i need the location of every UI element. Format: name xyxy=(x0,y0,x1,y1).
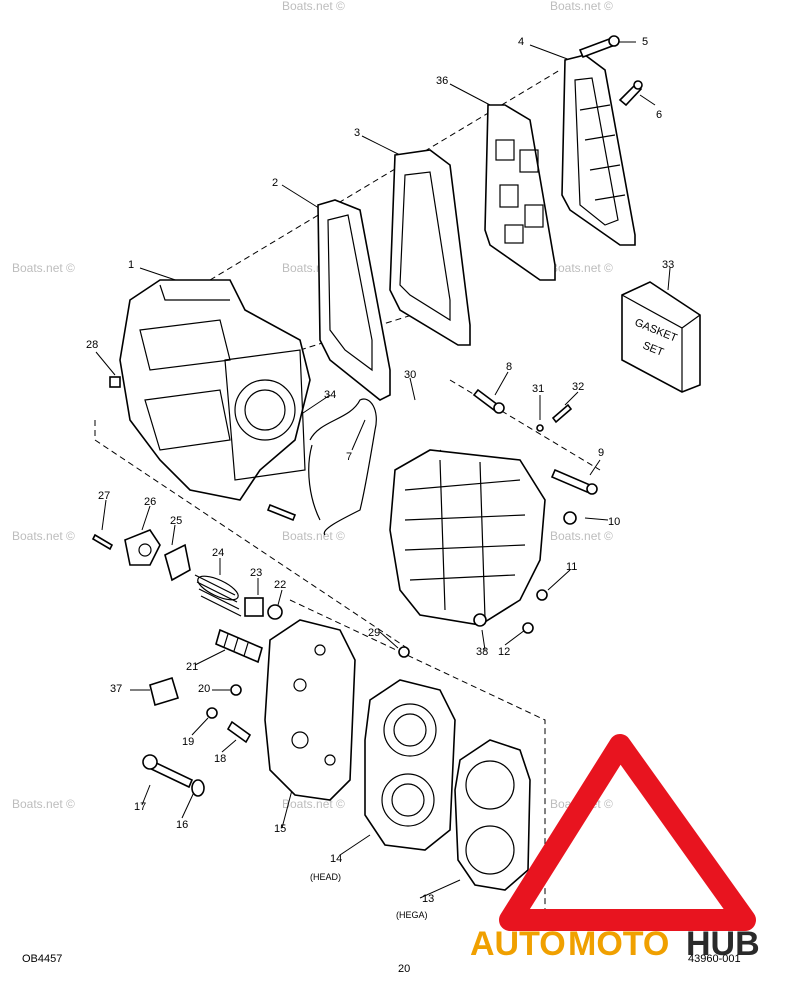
o-ring-19 xyxy=(206,707,218,719)
callout-34: 34 xyxy=(324,389,336,401)
decal-37 xyxy=(149,676,179,707)
pin-31 xyxy=(536,424,544,432)
callout-5: 5 xyxy=(642,36,648,48)
footer-left-code: OB4457 xyxy=(22,953,62,965)
hega-sublabel: (HEGA) xyxy=(396,910,428,920)
watermark: Boats.net © xyxy=(550,0,613,13)
callout-14: 14 xyxy=(330,853,342,865)
callout-32: 32 xyxy=(572,381,584,393)
logo-text-moto: MOTO xyxy=(568,925,669,963)
callout-30: 30 xyxy=(404,369,416,381)
callout-4: 4 xyxy=(518,36,524,48)
washer-22 xyxy=(267,604,283,620)
watermark: Boats.net © xyxy=(12,261,75,275)
callout-7: 7 xyxy=(346,451,352,463)
logo-text-auto: AUTO xyxy=(470,925,566,963)
callout-29: 29 xyxy=(368,627,380,639)
crankcase xyxy=(389,449,546,626)
callout-3: 3 xyxy=(354,127,360,139)
dowel-28 xyxy=(109,376,121,388)
watermark: Boats.net © xyxy=(12,529,75,543)
callout-24: 24 xyxy=(212,547,224,559)
thermostat-cover-26 xyxy=(124,529,161,566)
screw-27 xyxy=(91,533,114,551)
watermark: Boats.net © xyxy=(550,261,613,275)
cylinder-head-14 xyxy=(364,679,456,851)
callout-23: 23 xyxy=(250,567,262,579)
thermostat-23 xyxy=(244,597,264,617)
callout-labels: 1 2 3 4 5 6 7 8 9 10 11 12 13 14 15 16 1… xyxy=(86,36,674,920)
head-sublabel: (HEAD) xyxy=(310,872,341,882)
callout-21: 21 xyxy=(186,661,198,673)
logo-text-hub: HUB xyxy=(686,925,760,963)
screw-12 xyxy=(522,622,534,634)
callout-36: 36 xyxy=(436,75,448,87)
callout-13: 13 xyxy=(422,893,434,905)
watermark: Boats.net © xyxy=(282,529,345,543)
page-number: 20 xyxy=(398,963,410,975)
screw-6 xyxy=(618,80,643,107)
washer-16 xyxy=(191,779,205,797)
bolt-9 xyxy=(550,468,598,495)
watermark: Boats.net © xyxy=(12,797,75,811)
plug-29 xyxy=(398,646,410,658)
logo-triangle xyxy=(499,734,756,931)
callout-28: 28 xyxy=(86,339,98,351)
callout-37: 37 xyxy=(110,683,122,695)
callout-1: 1 xyxy=(128,259,134,271)
screw-32 xyxy=(551,403,573,424)
callout-10: 10 xyxy=(608,516,620,528)
callout-27: 27 xyxy=(98,490,110,502)
watermark: Boats.net © xyxy=(282,0,345,13)
callout-20: 20 xyxy=(198,683,210,695)
callout-16: 16 xyxy=(176,819,188,831)
callout-11: 11 xyxy=(566,561,577,573)
cover-3 xyxy=(389,149,471,346)
watermark: Boats.net © xyxy=(282,797,345,811)
screw-11 xyxy=(536,589,548,601)
callout-38: 38 xyxy=(476,646,488,658)
screw-5 xyxy=(578,35,620,59)
footer-right-code: 43960-001 xyxy=(688,953,741,965)
callout-12: 12 xyxy=(498,646,510,658)
cover-plate-4 xyxy=(561,54,636,246)
fitting-18 xyxy=(226,720,252,744)
callout-22: 22 xyxy=(274,579,286,591)
head-gasket-13 xyxy=(454,739,531,891)
callout-9: 9 xyxy=(598,447,604,459)
callout-15: 15 xyxy=(274,823,286,835)
callout-31: 31 xyxy=(532,383,544,395)
callout-2: 2 xyxy=(272,177,278,189)
callout-25: 25 xyxy=(170,515,182,527)
screw-20 xyxy=(230,684,242,696)
callout-33: 33 xyxy=(662,259,674,271)
automotohub-logo: AUTO MOTO HUB xyxy=(470,734,760,963)
gasket-set-box: GASKET SET xyxy=(621,281,701,393)
spark-plug-21 xyxy=(215,628,263,664)
gasket-36 xyxy=(484,104,556,281)
callout-17: 17 xyxy=(134,801,146,813)
bolt-8 xyxy=(472,388,505,414)
callout-19: 19 xyxy=(182,736,194,748)
bolt-17 xyxy=(142,754,194,789)
watermark: Boats.net © xyxy=(550,529,613,543)
cylinder-block xyxy=(119,279,311,501)
wire-7 xyxy=(308,398,377,536)
cylinder-head-cover-15 xyxy=(264,619,356,801)
leader-lines xyxy=(95,41,671,899)
callout-26: 26 xyxy=(144,496,156,508)
screw-10 xyxy=(563,511,577,525)
callout-6: 6 xyxy=(656,109,662,121)
gasket-2 xyxy=(317,199,391,401)
plug-38 xyxy=(473,613,487,627)
gasket-25 xyxy=(164,543,191,582)
callout-18: 18 xyxy=(214,753,226,765)
callout-8: 8 xyxy=(506,361,512,373)
screw-34 xyxy=(266,503,297,522)
spring-24 xyxy=(194,574,242,617)
